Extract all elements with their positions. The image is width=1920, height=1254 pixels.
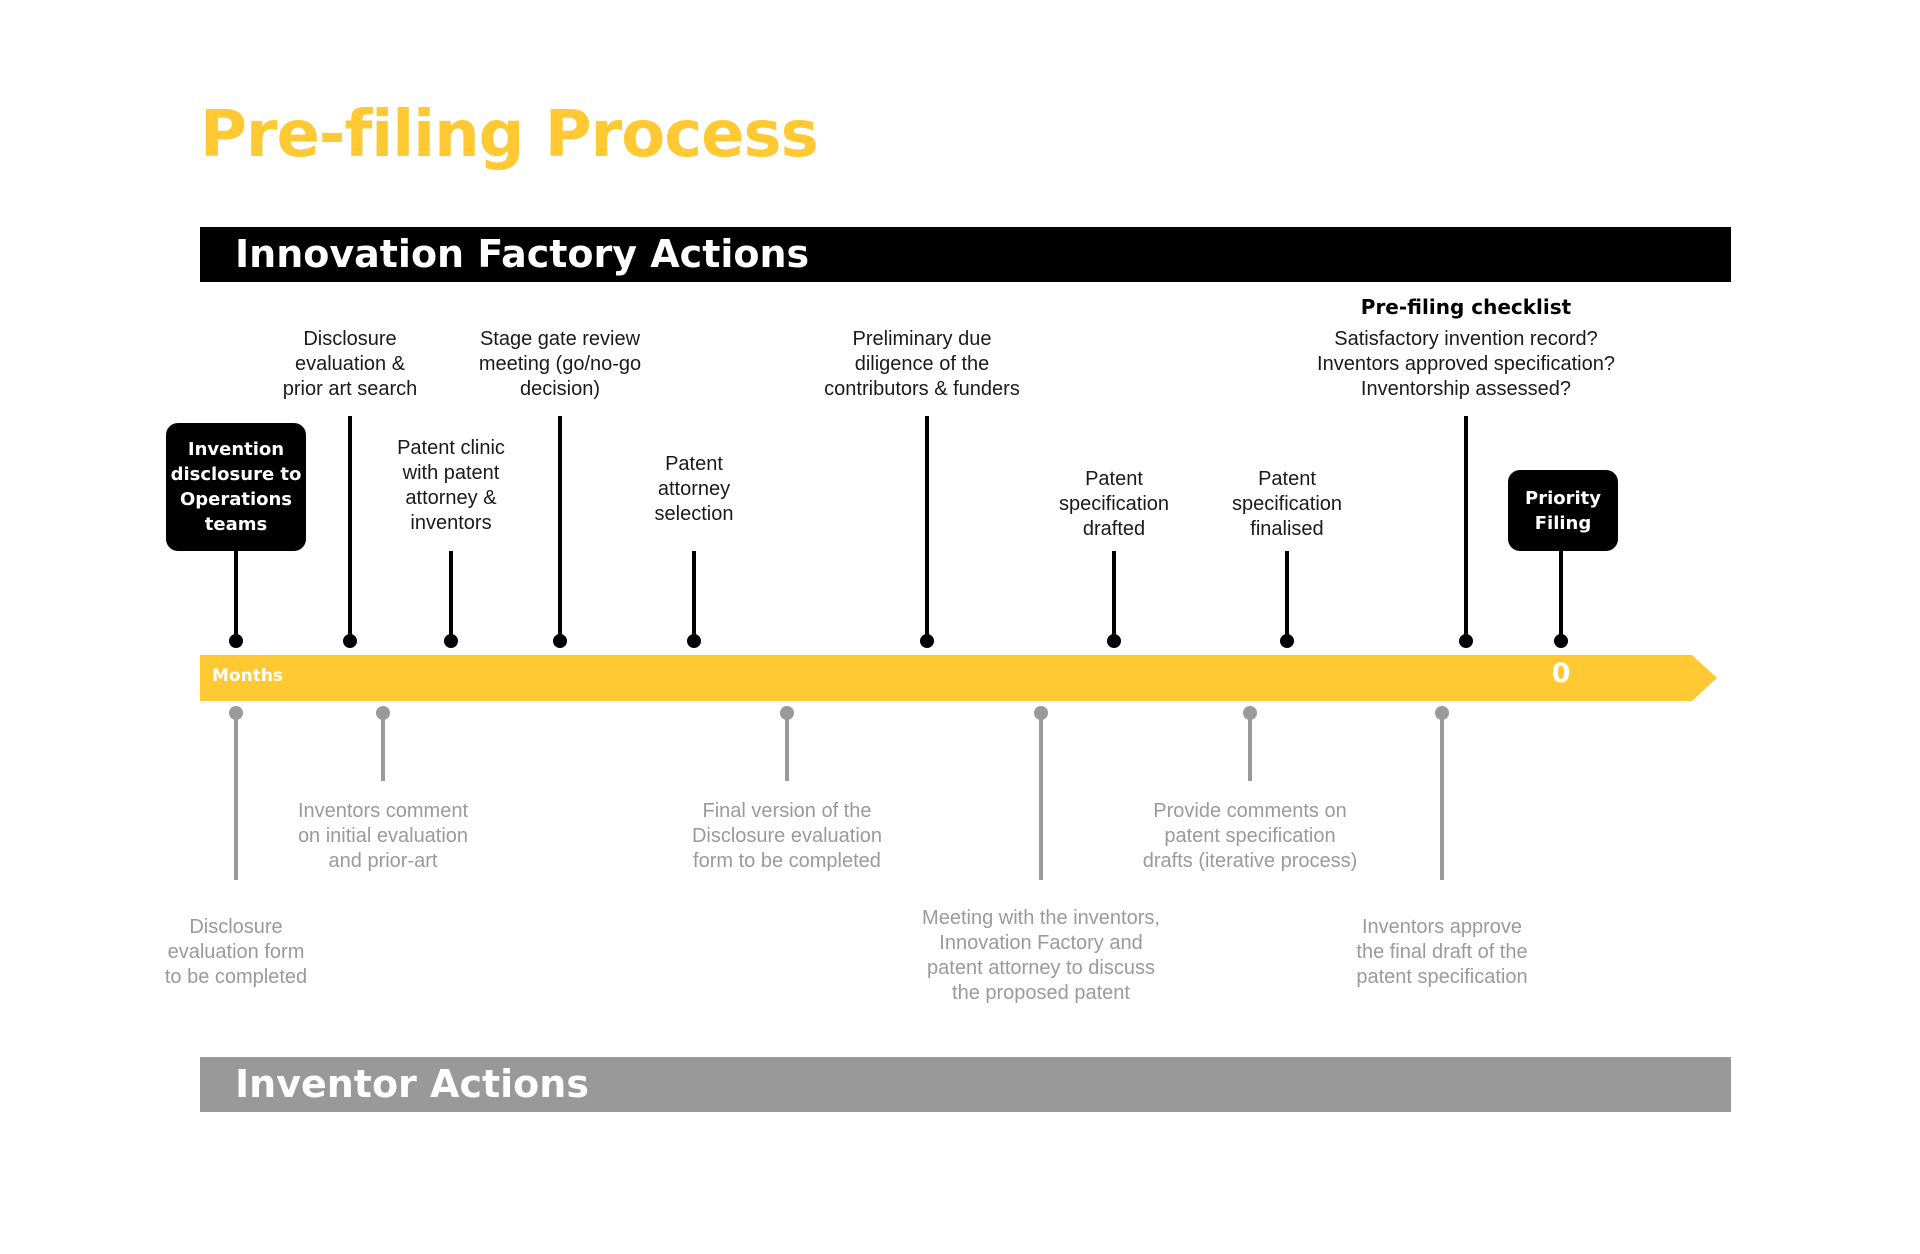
month-zero-label: 0	[1551, 658, 1571, 689]
dot-due-diligence	[920, 634, 934, 648]
inventor-actions-band: Inventor Actions	[200, 1057, 1731, 1112]
page-title: Pre-filing Process	[200, 98, 819, 172]
step-stage-gate-review: Stage gate review meeting (go/no-go deci…	[478, 328, 642, 400]
invention-disclosure-box: Invention disclosure to Operations teams	[166, 423, 306, 551]
dot-spec-finalised	[1280, 634, 1294, 648]
dot-disclosure-evaluation	[343, 634, 357, 648]
step-due-diligence: Preliminary due diligence of the contrib…	[824, 328, 1020, 400]
step-spec-drafted: Patent specification drafted	[1058, 468, 1170, 540]
months-arrow	[200, 655, 1717, 701]
dot-invention-disclosure	[229, 634, 243, 648]
inventor-step-spec-comments: Provide comments on patent specification…	[1142, 800, 1358, 872]
months-label: Months	[212, 666, 284, 686]
step-attorney-selection: Patent attorney selection	[654, 453, 734, 525]
dot-priority-filing	[1554, 634, 1568, 648]
step-spec-finalised: Patent specification finalised	[1231, 468, 1343, 540]
inventor-step-approve-final: Inventors approve the final draft of the…	[1356, 916, 1528, 988]
innovation-factory-actions-band: Innovation Factory Actions	[200, 227, 1731, 282]
dot-spec-drafted	[1107, 634, 1121, 648]
prefiling-checklist-items: Satisfactory invention record? Inventors…	[1317, 328, 1615, 400]
inventor-step-final-disclosure-form: Final version of the Disclosure evaluati…	[691, 800, 883, 872]
prefiling-checklist-title: Pre-filing checklist	[1360, 295, 1572, 319]
inventor-step-comment-evaluation: Inventors comment on initial evaluation …	[297, 800, 469, 872]
dot-stage-gate	[553, 634, 567, 648]
step-patent-clinic: Patent clinic with patent attorney & inv…	[397, 437, 505, 534]
dot-attorney-selection	[687, 634, 701, 648]
dot-patent-clinic	[444, 634, 458, 648]
priority-filing-box: Priority Filing	[1508, 470, 1618, 551]
step-disclosure-evaluation: Disclosure evaluation & prior art search	[282, 328, 418, 400]
dot-checklist	[1459, 634, 1473, 648]
inventor-step-meeting: Meeting with the inventors, Innovation F…	[922, 907, 1160, 1004]
inventor-step-disclosure-form: Disclosure evaluation form to be complet…	[164, 916, 308, 988]
